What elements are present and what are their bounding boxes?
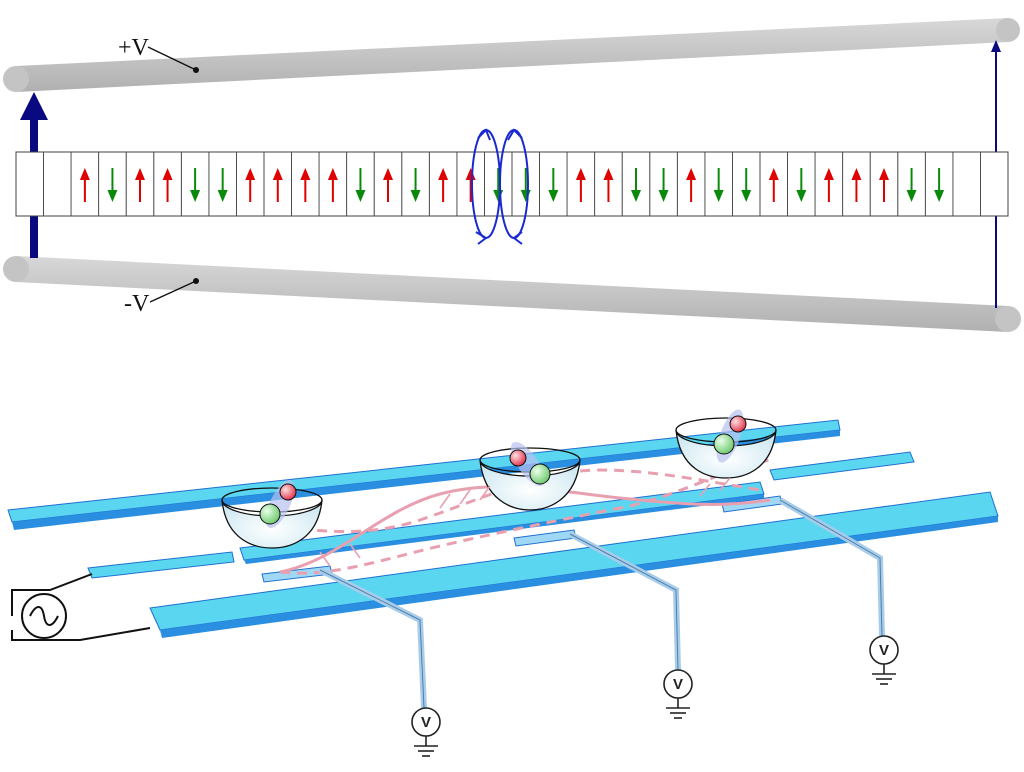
spin-down-arrow: [355, 168, 366, 202]
bottom-rail-leader: [149, 280, 197, 303]
trap-bowl-1: [221, 480, 323, 549]
bottom-rail: [3, 256, 1021, 332]
spin-up-arrow: [686, 168, 697, 202]
spin-up-arrow: [135, 168, 145, 202]
voltmeter-2: V: [663, 669, 693, 719]
spin-up-arrow: [575, 168, 586, 202]
domain-wall-loops: [471, 128, 529, 245]
spin-up-arrow: [823, 168, 834, 202]
voltmeter-2-label: V: [673, 676, 683, 693]
spin-up-arrow: [300, 168, 311, 202]
voltmeter-1-label: V: [421, 714, 431, 731]
spin-up-arrow: [879, 168, 889, 202]
voltmeter-3: V: [869, 635, 899, 685]
voltmeter-3-label: V: [879, 642, 889, 659]
spin-up-arrow: [327, 168, 338, 202]
spin-up-arrow: [383, 168, 393, 202]
top-panel: +V -V: [3, 18, 1021, 332]
field-arrows-small: [319, 477, 731, 567]
spin-down-arrow: [713, 168, 724, 202]
lead-3: [778, 497, 885, 637]
spin-up-arrow: [603, 168, 614, 202]
ac-source: [11, 573, 151, 641]
bottom-panel: V V V: [7, 409, 999, 757]
bottom-rail-label: -V: [124, 291, 150, 317]
spin-down-arrow: [631, 168, 641, 202]
spin-down-arrow: [217, 168, 228, 202]
spin-down-arrow: [107, 168, 118, 202]
spin-down-arrow: [796, 168, 807, 202]
spin-down-arrow: [658, 168, 669, 202]
spin-up-arrow: [162, 168, 173, 202]
spin-up-arrow: [851, 168, 862, 202]
top-rail-label: +V: [118, 35, 150, 61]
top-rail: [3, 18, 1020, 92]
spin-up-arrow: [79, 168, 90, 202]
spin-down-arrow: [548, 168, 559, 202]
spin-chain: [15, 151, 1009, 217]
ac-wave-icon: [29, 606, 59, 626]
lead-1: [318, 567, 427, 709]
voltmeter-1: V: [411, 707, 441, 757]
electrode-strip-middle: [239, 481, 765, 564]
spin-down-arrow: [934, 168, 945, 202]
spin-up-arrow: [438, 168, 449, 202]
spin-down-arrow: [410, 168, 421, 202]
spin-down-arrow: [906, 168, 917, 202]
electrode-right-short: [769, 451, 915, 481]
spin-up-arrow: [768, 168, 779, 202]
trap-bowl-3: [675, 409, 777, 479]
spin-down-arrow: [741, 168, 752, 202]
electrode-pad-2: [513, 529, 577, 547]
top-rail-leader: [147, 46, 197, 71]
spin-up-arrow: [272, 168, 283, 202]
spin-down-arrow: [190, 168, 201, 202]
spin-up-arrow: [465, 168, 476, 202]
trap-bowl-2: [479, 441, 581, 511]
spin-up-arrow: [245, 168, 256, 202]
lead-2: [568, 531, 681, 671]
electrode-strip-bottom: [149, 491, 999, 638]
electrode-left-short: [87, 551, 235, 579]
spin-cell: [980, 151, 1009, 217]
